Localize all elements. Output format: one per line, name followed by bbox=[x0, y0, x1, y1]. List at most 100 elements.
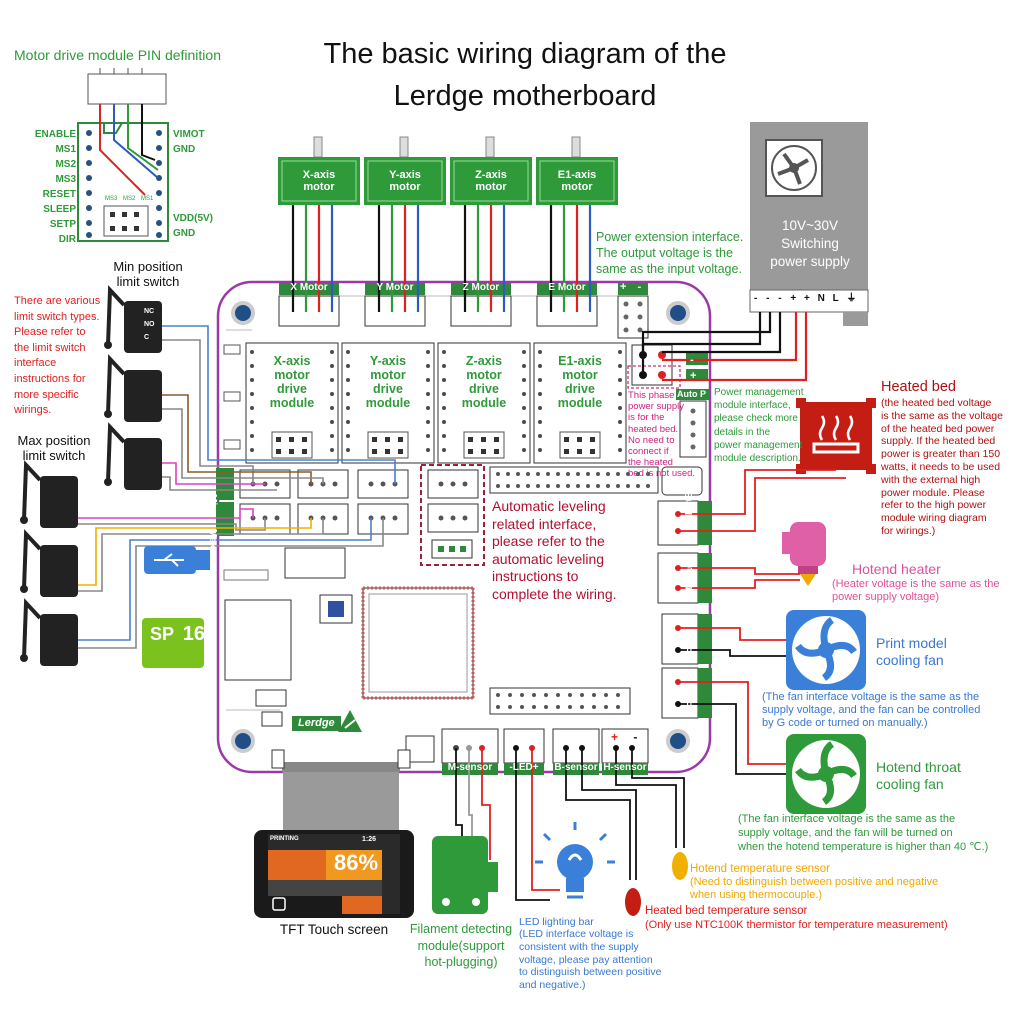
hotend-heater-title: Hotend heater bbox=[852, 561, 941, 577]
motor-y-line-2: motor bbox=[389, 181, 421, 193]
limit-switch-icons bbox=[20, 285, 162, 666]
print-fan-title-2: cooling fan bbox=[876, 652, 944, 668]
filament-module-icon bbox=[432, 836, 498, 914]
psu-line-3: power supply bbox=[770, 254, 850, 269]
motor-x-line-1: X-axis bbox=[302, 169, 336, 181]
fil-1: Filament detecting bbox=[409, 922, 513, 936]
mcu-area bbox=[223, 547, 475, 763]
pin-ms1: MS1 bbox=[55, 144, 76, 155]
drive-e1-2: motor bbox=[562, 368, 598, 382]
power-ext-line-3: same as the input voltage. bbox=[596, 262, 742, 276]
hb-8: power module. Please bbox=[881, 486, 985, 499]
fil-3: hot-plugging) bbox=[424, 955, 498, 969]
pin-ms3: MS3 bbox=[55, 174, 76, 185]
drive-x-4: module bbox=[269, 396, 315, 410]
tf-1: (The fan interface voltage is the same a… bbox=[738, 813, 956, 825]
al-4: automatic leveling bbox=[492, 550, 605, 567]
pf-1: (The fan interface voltage is the same a… bbox=[762, 691, 980, 703]
throat-fan-icon bbox=[786, 734, 866, 814]
hb-6: watts, it needs to be used bbox=[881, 460, 1001, 473]
port-label-e: E Motor bbox=[548, 282, 586, 293]
pin-dir: DIR bbox=[58, 234, 76, 245]
drive-module-z: Z-axis motor drive module bbox=[448, 354, 520, 410]
power-input-minus: - bbox=[690, 354, 694, 366]
board-brand: Lerdge bbox=[292, 716, 341, 731]
hb-9: refer to the high power bbox=[881, 499, 987, 512]
motor-wires bbox=[291, 205, 592, 312]
phase-3: is for the bbox=[628, 412, 665, 424]
tft-time: 1:26 bbox=[362, 836, 377, 843]
ht-1: (Need to distinguish between positive an… bbox=[690, 876, 939, 888]
sd-size: 16 bbox=[182, 623, 205, 645]
drive-z-4: module bbox=[461, 396, 507, 410]
pin-right-bottom-labels: VDD(5V) GND bbox=[173, 211, 213, 241]
switch-pin-c: C bbox=[144, 334, 150, 341]
hb-11: for wirings.) bbox=[881, 524, 936, 537]
limit-note-7: more specific bbox=[14, 388, 79, 401]
hb-4: supply. If the heated bed bbox=[881, 435, 996, 448]
sd-brand: SP bbox=[150, 624, 174, 644]
pm-2: module interface, bbox=[714, 400, 791, 412]
h-plus: + bbox=[611, 730, 619, 744]
hb-3: of the heated bed power bbox=[881, 422, 995, 435]
drive-y-1: Y-axis bbox=[369, 354, 407, 368]
pin-sleep: SLEEP bbox=[43, 204, 76, 215]
pm-1: Power management bbox=[714, 387, 804, 398]
port-label-x: X Motor bbox=[290, 282, 328, 293]
limit-note-8: wirings. bbox=[14, 404, 52, 417]
psu-term-4: + bbox=[790, 293, 797, 304]
phase-4: heated bed. bbox=[628, 423, 679, 435]
pm-3: please check more bbox=[714, 413, 798, 425]
h-sensor-signs: + - bbox=[611, 730, 637, 744]
drive-x-1: X-axis bbox=[273, 354, 311, 368]
al-6: complete the wiring. bbox=[492, 585, 617, 602]
pin-definition-heading: Motor drive module PIN definition bbox=[14, 47, 221, 63]
sd-card-label: SP 16 bbox=[150, 623, 205, 647]
print-fan-text: (The fan interface voltage is the same a… bbox=[762, 691, 980, 731]
drive-x-3: drive bbox=[277, 382, 307, 396]
power-mgmt-note: Power management module interface, pleas… bbox=[714, 386, 804, 465]
psu-term-7: L bbox=[832, 293, 839, 304]
pin-left-labels: ENABLE MS1 MS2 MS3 RESET SLEEP SETP DIR bbox=[24, 127, 76, 247]
drive-module-e1: E1-axis motor drive module bbox=[544, 354, 616, 410]
diagram-title: The basic wiring diagram of the Lerdge m… bbox=[200, 33, 850, 117]
phase-7: the heated bbox=[628, 457, 673, 469]
switch-pins-1: NC NO C bbox=[144, 305, 155, 344]
fan-wires bbox=[678, 627, 786, 775]
power-ext-plus: + bbox=[620, 281, 627, 293]
board-label-max: Max bbox=[207, 529, 218, 549]
hotend-temp-title: Hotend temperature sensor bbox=[690, 863, 830, 875]
power-input-signs: - + bbox=[690, 352, 696, 384]
motor-y-line-1: Y-axis bbox=[389, 169, 421, 181]
print-fan-title: Print model cooling fan bbox=[876, 635, 947, 669]
board-label-hothead: HotHead bbox=[684, 561, 695, 603]
ribbon-cable bbox=[283, 772, 399, 830]
bed-temp-text: (Only use NTC100K thermistor for tempera… bbox=[645, 919, 948, 931]
tft-screen-icon bbox=[254, 830, 414, 918]
power-supply bbox=[749, 122, 869, 326]
limit-switch-wires bbox=[78, 325, 396, 649]
motor-label-e1: E1-axis motor bbox=[540, 169, 614, 193]
pm-4: details in the bbox=[714, 426, 771, 438]
jumper-ms3: MS3 bbox=[105, 196, 118, 202]
motor-e1-line-1: E1-axis bbox=[557, 169, 597, 181]
psu-term-6: N bbox=[817, 293, 825, 304]
switch-pin-nc: NC bbox=[144, 308, 155, 315]
right-connectors bbox=[657, 500, 712, 719]
drive-e1-4: module bbox=[557, 396, 603, 410]
phase-1: This phase bbox=[628, 390, 675, 401]
al-5: instructions to bbox=[492, 568, 579, 585]
led-title: LED lighting bar bbox=[519, 916, 594, 928]
auto-p-label: Auto P bbox=[677, 389, 706, 399]
stepper-motors bbox=[278, 136, 618, 205]
phase-note: This phase power supply is for the heate… bbox=[628, 390, 695, 480]
power-ext-minus: - bbox=[637, 281, 642, 293]
limit-note-4: the limit switch bbox=[14, 341, 86, 354]
motor-e1-line-2: motor bbox=[561, 181, 593, 193]
phase-8: bed is not used. bbox=[628, 468, 696, 480]
max-switch-label: Max position limit switch bbox=[4, 433, 104, 464]
drive-y-3: drive bbox=[373, 382, 403, 396]
port-m-sensor: M-sensor bbox=[447, 762, 493, 773]
drive-z-1: Z-axis bbox=[465, 354, 503, 368]
